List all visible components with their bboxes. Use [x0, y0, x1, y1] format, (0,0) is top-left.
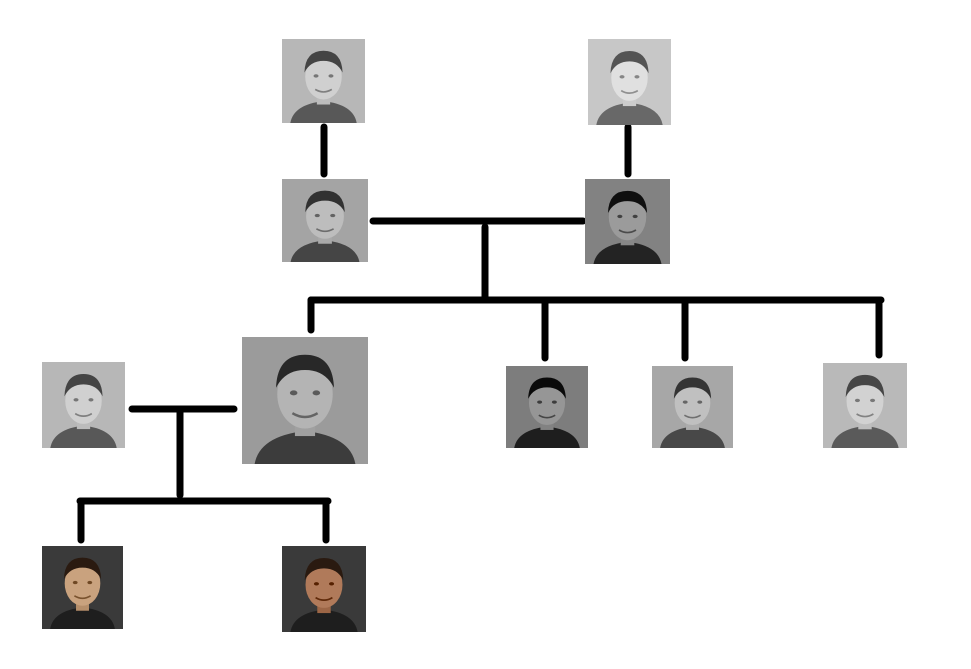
portrait-photo-p2 — [588, 39, 671, 125]
portrait-photo-p11 — [282, 546, 366, 632]
face-silhouette-icon — [42, 362, 125, 448]
face-silhouette-icon — [282, 39, 365, 123]
face-silhouette-icon — [282, 179, 368, 262]
portrait-photo-p7 — [652, 366, 733, 448]
face-silhouette-icon — [652, 366, 733, 448]
portrait-photo-p9 — [42, 362, 125, 448]
portrait-photo-p3 — [282, 179, 368, 262]
face-silhouette-icon — [282, 546, 366, 632]
face-silhouette-icon — [585, 179, 670, 264]
portrait-photo-p5 — [242, 337, 368, 464]
portrait-photo-p4 — [585, 179, 670, 264]
portrait-photo-p8 — [823, 363, 907, 448]
portrait-photo-p6 — [506, 366, 588, 448]
face-silhouette-icon — [242, 337, 368, 464]
face-silhouette-icon — [588, 39, 671, 125]
portrait-photo-p1 — [282, 39, 365, 123]
face-silhouette-icon — [823, 363, 907, 448]
face-silhouette-icon — [506, 366, 588, 448]
face-silhouette-icon — [42, 546, 123, 629]
portrait-photo-p10 — [42, 546, 123, 629]
